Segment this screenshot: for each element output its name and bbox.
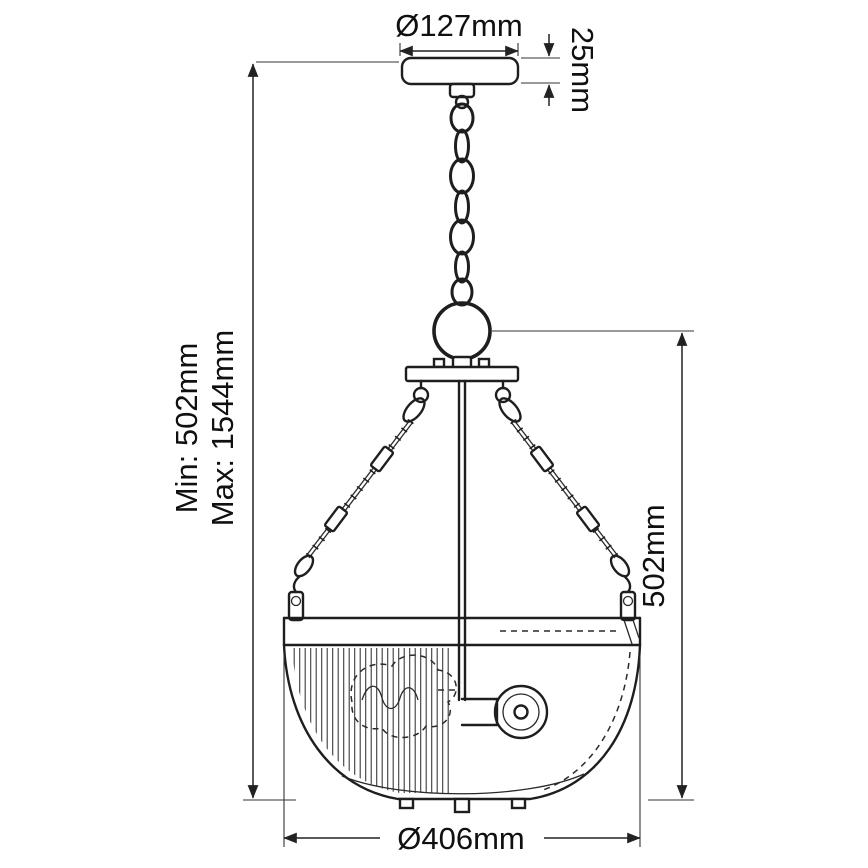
canopy-height-label: 25mm — [565, 27, 600, 113]
socket — [460, 684, 549, 740]
bar-eyelet-left — [412, 386, 430, 404]
cable-crimp-right-lower — [575, 505, 601, 533]
bulb-filament — [361, 685, 419, 710]
cable-left — [287, 397, 426, 622]
shade-diameter-label: Ø406mm — [397, 821, 524, 856]
bar-eyelet-right — [494, 386, 512, 404]
hook-left — [292, 574, 302, 594]
dimension-canopy-diameter: Ø127mm — [395, 8, 523, 57]
cable-crimp-left-lower — [323, 505, 349, 533]
shade — [282, 616, 642, 814]
height-min-label: Min: 502mm — [169, 343, 204, 514]
height-max-label: Max: 1544mm — [205, 330, 240, 526]
chain — [449, 102, 475, 307]
thimble-bottom-right — [609, 554, 631, 578]
bar-body — [404, 365, 520, 383]
cable-right — [498, 397, 637, 622]
ribbed-glass — [292, 648, 452, 793]
socket-center — [513, 704, 529, 720]
dimension-body-height: 502mm — [492, 330, 694, 801]
canopy-disc — [400, 56, 520, 86]
canopy-knob — [454, 94, 470, 110]
bowl-hidden-inner — [539, 651, 631, 792]
socket-ring-outer — [493, 684, 549, 740]
bottom-tab-right — [510, 797, 527, 810]
dimension-overall-height: Min: 502mm Max: 1544mm — [169, 61, 399, 801]
mounting-bar — [404, 357, 520, 404]
thimble-top-right — [498, 397, 522, 423]
bulb-sketch — [350, 654, 458, 739]
cable-crimp-left-upper — [369, 445, 395, 473]
bottom-finial — [453, 797, 471, 814]
thimble-bottom-left — [293, 554, 315, 578]
canopy — [400, 56, 520, 110]
stem — [457, 379, 467, 702]
bottom-tab-left — [398, 797, 415, 810]
dimension-shade-diameter: Ø406mm — [283, 655, 641, 856]
cable-crimp-right-upper — [529, 445, 555, 473]
dimension-canopy-height: 25mm — [521, 27, 600, 113]
thimble-top-left — [402, 397, 426, 423]
canopy-diameter-label: Ø127mm — [395, 8, 522, 43]
bulb-outline — [350, 654, 458, 739]
hook-right — [622, 574, 632, 594]
body-height-label: 502mm — [636, 504, 671, 607]
